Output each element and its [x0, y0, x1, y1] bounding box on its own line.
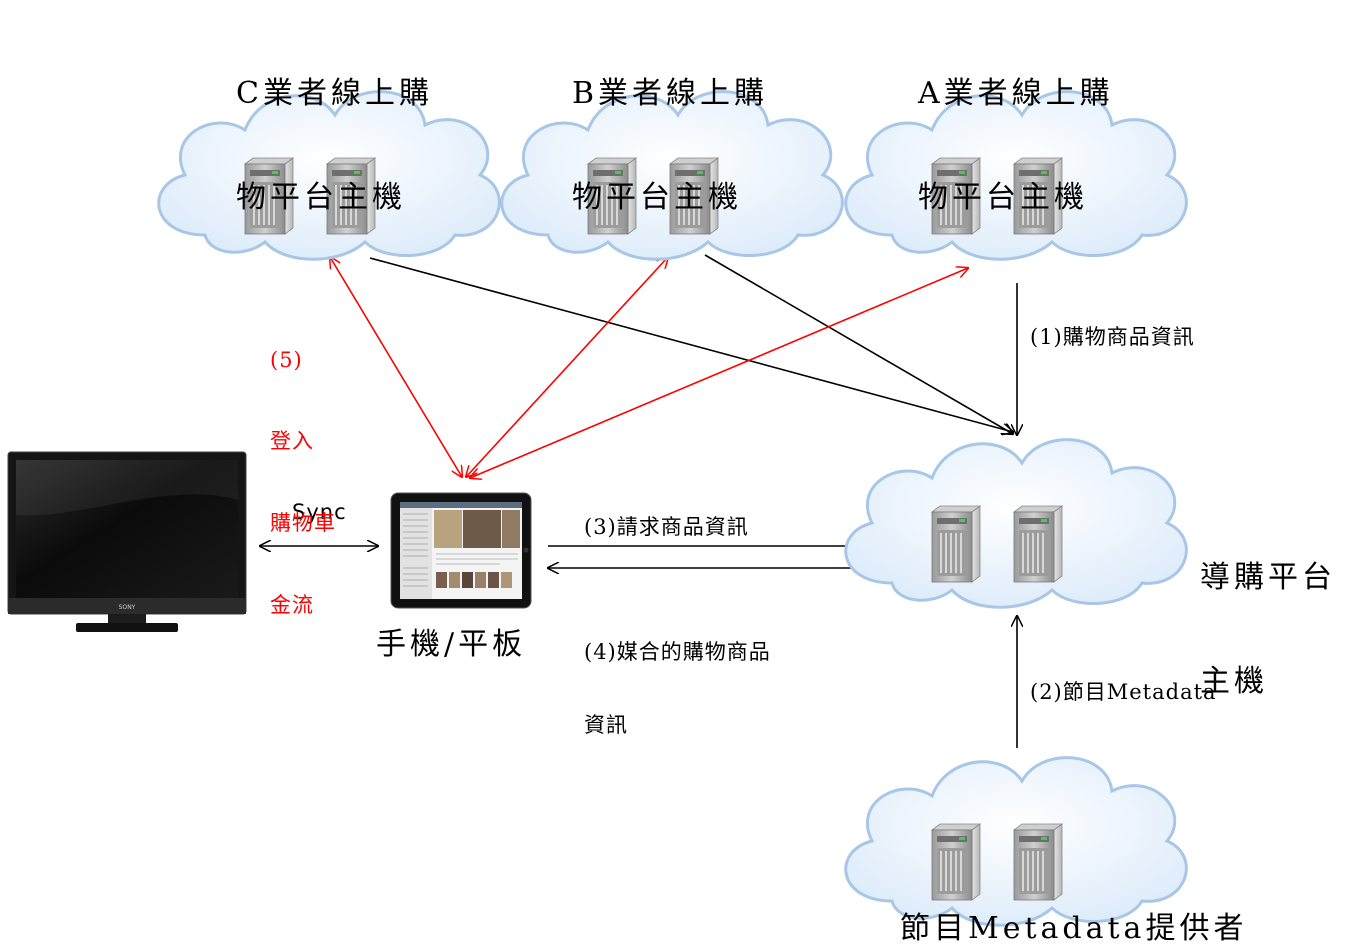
- step3-label: (3)請求商品資訊: [584, 515, 749, 539]
- step5-line1: (5): [270, 347, 303, 372]
- host-c-line1: C業者線上購: [236, 76, 433, 111]
- guide-host-line2: 主機: [1200, 663, 1268, 699]
- step1-label: (1)購物商品資訊: [1030, 325, 1195, 349]
- arrow-c-to-guide: [369, 257, 1013, 432]
- step5-line3: 購物車: [270, 511, 336, 536]
- step5-label: (5) 登入 購物車 金流: [270, 292, 336, 647]
- host-b-label: B業者線上購 物平台主機: [572, 8, 768, 250]
- guide-host-line1: 導購平台: [1200, 560, 1336, 595]
- tablet-label: 手機/平板: [376, 627, 527, 662]
- server-icon: [931, 505, 981, 583]
- tv-icon: SONY: [7, 451, 247, 632]
- host-b-line2: 物平台主機: [572, 179, 742, 215]
- arrow-b-to-guide: [704, 254, 1013, 434]
- arrow-red-b: [466, 257, 668, 477]
- host-a-label: A業者線上購 物平台主機: [918, 8, 1114, 250]
- svg-text:SONY: SONY: [119, 604, 136, 611]
- host-c-line2: 物平台主機: [236, 179, 406, 215]
- arrow-red-a: [470, 268, 968, 478]
- step4-line1: (4)媒合的購物商品: [584, 640, 771, 665]
- metadata-provider-label: 節目Metadata提供者: [900, 911, 1248, 946]
- cloud-guide: [844, 438, 1188, 609]
- flow-arrows: [260, 254, 1017, 748]
- cloud-metadata: [844, 756, 1188, 927]
- arrow-red-c: [330, 257, 462, 477]
- tablet-icon: [390, 492, 532, 609]
- step2-label: (2)節目Metadata: [1030, 680, 1217, 704]
- server-icon: [1013, 505, 1063, 583]
- host-a-line1: A業者線上購: [918, 76, 1114, 111]
- step5-line4: 金流: [270, 593, 314, 618]
- step4-label: (4)媒合的購物商品 資訊: [584, 592, 771, 761]
- sync-label: Sync: [292, 500, 347, 524]
- server-icon: [931, 823, 981, 901]
- server-icon: [1013, 823, 1063, 901]
- host-a-line2: 物平台主機: [918, 179, 1088, 215]
- step5-line2: 登入: [270, 429, 314, 454]
- guide-host-label: 導購平台 主機: [1200, 492, 1336, 734]
- host-b-line1: B業者線上購: [572, 76, 769, 111]
- host-c-label: C業者線上購 物平台主機: [236, 8, 433, 250]
- step4-line2: 資訊: [584, 712, 628, 737]
